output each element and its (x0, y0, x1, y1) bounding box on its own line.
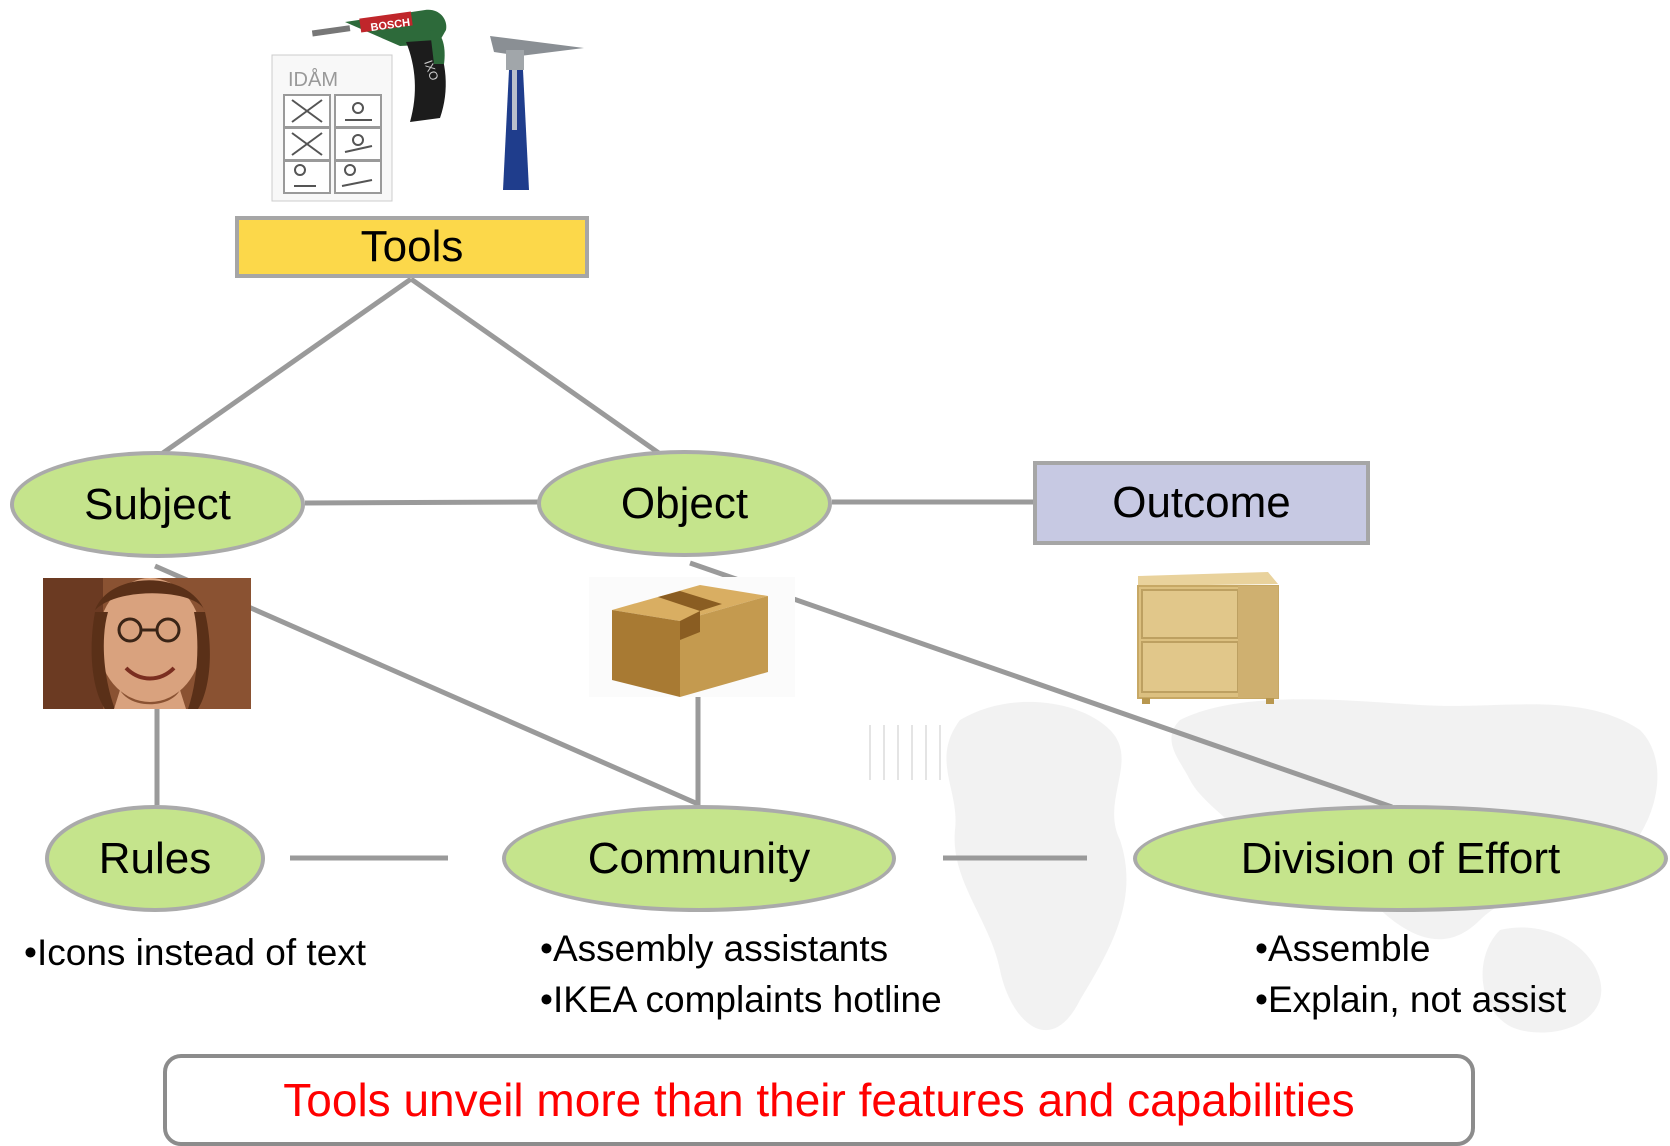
tools-node: Tools (235, 216, 589, 278)
list-item: Icons instead of text (24, 927, 366, 978)
rules-list: Icons instead of text (24, 927, 366, 978)
outcome-node: Outcome (1033, 461, 1370, 545)
rules-node: Rules (45, 805, 265, 912)
list-item: Assembly assistants (540, 923, 942, 974)
division-of-effort-label: Division of Effort (1240, 833, 1561, 883)
instruction-sheet-label: IDÅM (288, 68, 338, 91)
subject-person-photo (43, 578, 251, 709)
outcome-cabinet-image (1137, 572, 1279, 704)
connector-tools-subject (148, 276, 413, 465)
division-of-effort-node: Division of Effort (1133, 805, 1668, 912)
division-list: Assemble Explain, not assist (1255, 923, 1566, 1025)
list-item: Explain, not assist (1255, 974, 1566, 1025)
community-list: Assembly assistants IKEA complaints hotl… (540, 923, 942, 1025)
subject-node: Subject (10, 451, 305, 558)
drill-brand-label: BOSCH (370, 17, 411, 34)
list-item: Assemble (1255, 923, 1566, 974)
tools-label: Tools (360, 222, 464, 271)
object-node: Object (537, 450, 832, 557)
connector-tools-object (409, 276, 675, 466)
list-item: IKEA complaints hotline (540, 974, 942, 1025)
hammer-image (490, 36, 584, 190)
map-gridlines (869, 725, 941, 780)
conclusion-box: Tools unveil more than their features an… (163, 1054, 1475, 1146)
community-node: Community (502, 805, 896, 912)
drill-model-label: IXO (421, 58, 441, 82)
rules-label: Rules (98, 833, 212, 883)
object-label: Object (620, 478, 749, 528)
subject-label: Subject (84, 479, 231, 529)
conclusion-text: Tools unveil more than their features an… (283, 1074, 1355, 1126)
community-label: Community (587, 833, 811, 883)
instruction-sheet-image: IDÅM (271, 54, 393, 202)
connector-subject-object (304, 499, 541, 506)
cardboard-box-image (589, 577, 795, 697)
screwdriver-image: BOSCH IXO (311, 9, 447, 122)
outcome-label: Outcome (1112, 478, 1291, 527)
connector-object-division (689, 560, 1393, 810)
